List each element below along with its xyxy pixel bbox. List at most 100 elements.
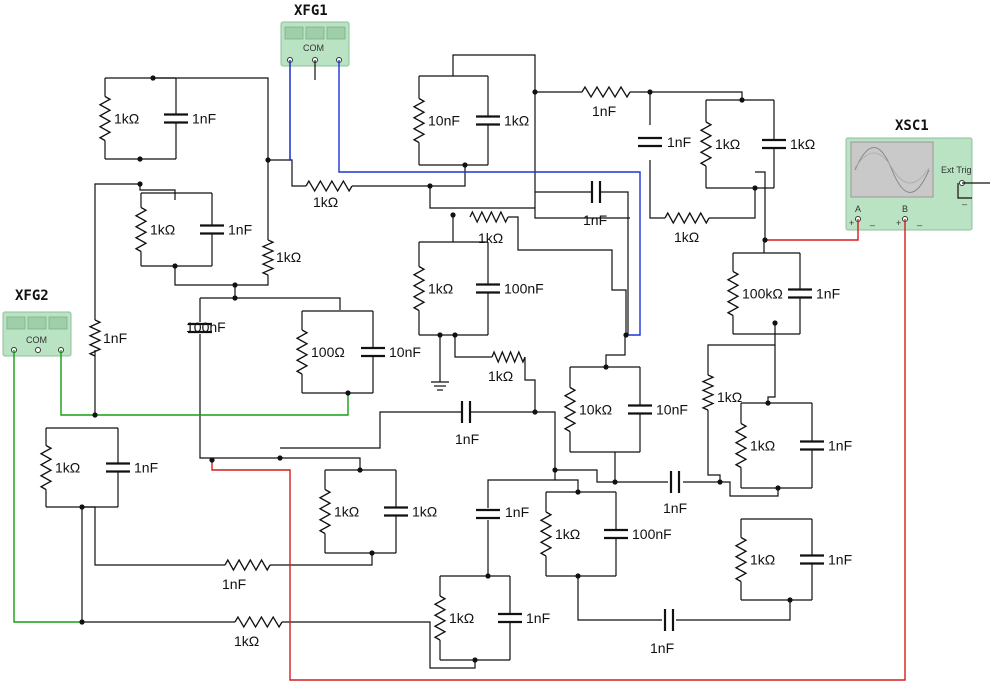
resistor[interactable]: [701, 374, 715, 411]
capacitor-label: 1kΩ: [504, 113, 529, 129]
svg-text:_: _: [961, 195, 968, 205]
resistor[interactable]: [734, 536, 748, 583]
resistor[interactable]: [491, 350, 526, 364]
capacitor[interactable]: [590, 181, 602, 203]
capacitor-label: 1nF: [455, 431, 479, 447]
capacitor-label: 1nF: [650, 640, 674, 656]
capacitor[interactable]: [628, 404, 652, 415]
capacitor[interactable]: [361, 346, 385, 358]
capacitor[interactable]: [476, 508, 500, 520]
resistor-label: 1kΩ: [555, 526, 580, 542]
capacitor[interactable]: [663, 609, 675, 631]
svg-text:_: _: [869, 216, 876, 226]
red-channel-b-wire[interactable]: [211, 219, 906, 681]
capacitor-label: 1nF: [828, 552, 852, 568]
xfg2-title: XFG2: [15, 288, 49, 304]
rc-cell[interactable]: [295, 310, 385, 394]
resistor[interactable]: [412, 97, 426, 144]
channel-a-label: A: [855, 204, 861, 214]
resistor[interactable]: [469, 210, 509, 224]
xfg2-com-label: COM: [26, 335, 47, 345]
capacitor[interactable]: [604, 528, 628, 540]
rc-cell[interactable]: [539, 491, 628, 577]
rc-cell[interactable]: [699, 99, 786, 189]
capacitor[interactable]: [460, 401, 472, 423]
capacitor[interactable]: [800, 554, 824, 565]
xfg2-com-terminal[interactable]: [35, 347, 41, 353]
resistor[interactable]: [224, 558, 271, 572]
capacitor[interactable]: [800, 440, 824, 451]
function-generator-xfg2[interactable]: XFG2 COM: [2, 288, 72, 357]
resistor[interactable]: [39, 444, 53, 491]
resistor[interactable]: [581, 85, 631, 99]
svg-text:+: +: [896, 218, 901, 228]
rc-cell[interactable]: [734, 518, 824, 601]
blue-signal-wire-2[interactable]: [338, 60, 641, 336]
junction-dots: [79, 75, 793, 663]
capacitor-label: 1nF: [505, 504, 529, 520]
red-channel-a-wire[interactable]: [765, 219, 859, 241]
capacitor-label: 1kΩ: [412, 504, 437, 520]
blue-signal-wire[interactable]: [289, 60, 292, 161]
function-generator-xfg1[interactable]: XFG1 COM: [280, 3, 350, 67]
resistor[interactable]: [734, 422, 748, 469]
capacitor-label: 100nF: [632, 526, 672, 542]
resistor[interactable]: [412, 265, 426, 312]
rc-cell[interactable]: [412, 75, 500, 166]
resistor-label: 10nF: [428, 113, 460, 129]
capacitor[interactable]: [788, 288, 812, 299]
rc-cell[interactable]: [412, 241, 500, 336]
capacitor[interactable]: [164, 113, 188, 124]
resistor[interactable]: [433, 595, 447, 641]
capacitor[interactable]: [384, 506, 408, 517]
capacitor-label: 1kΩ: [790, 136, 815, 152]
green-xfg2-wire-2[interactable]: [60, 350, 349, 416]
svg-text:+: +: [849, 218, 854, 228]
resistor[interactable]: [726, 270, 740, 317]
resistor[interactable]: [539, 511, 553, 557]
capacitor-label: 1nF: [828, 438, 852, 454]
resistor[interactable]: [98, 95, 112, 142]
resistor-label: 1kΩ: [114, 111, 139, 127]
resistor-label: 1kΩ: [488, 368, 513, 384]
resistor-label: 10kΩ: [579, 402, 612, 418]
resistor[interactable]: [318, 488, 332, 535]
capacitor[interactable]: [476, 283, 500, 294]
resistor-label: 1nF: [103, 330, 127, 346]
resistor-label: 1kΩ: [428, 281, 453, 297]
resistor-label: 1kΩ: [478, 230, 503, 246]
capacitor[interactable]: [762, 138, 786, 150]
rc-cell[interactable]: [39, 427, 130, 508]
capacitor-label: 1nF: [816, 286, 840, 302]
resistor[interactable]: [295, 329, 309, 375]
green-xfg2-wire[interactable]: [13, 350, 82, 623]
capacitor[interactable]: [498, 612, 522, 624]
resistor[interactable]: [699, 121, 713, 167]
capacitor[interactable]: [476, 115, 500, 126]
resistor[interactable]: [134, 206, 148, 253]
capacitor[interactable]: [638, 136, 662, 148]
capacitor-label: 1nF: [583, 212, 607, 228]
capacitor-label: 10nF: [656, 402, 688, 418]
resistor[interactable]: [563, 386, 577, 433]
resistor[interactable]: [664, 211, 710, 225]
capacitor-label: 10nF: [389, 344, 421, 360]
resistor-label: 1kΩ: [276, 249, 301, 265]
resistor-label: 1kΩ: [750, 552, 775, 568]
resistor-label: 1nF: [222, 576, 246, 592]
oscilloscope-xsc1[interactable]: XSC1 Ext Trig _ A B + _ + _: [845, 118, 973, 231]
xfg1-com-label: COM: [303, 43, 324, 53]
capacitor-label: 100nF: [186, 319, 226, 335]
resistor[interactable]: [261, 239, 275, 276]
capacitor[interactable]: [669, 471, 681, 493]
capacitor[interactable]: [200, 224, 224, 235]
capacitor[interactable]: [188, 322, 212, 334]
resistor-label: 1kΩ: [55, 460, 80, 476]
rc-cell[interactable]: [726, 252, 812, 335]
resistor-label: 1nF: [592, 103, 616, 119]
capacitor[interactable]: [106, 462, 130, 473]
resistor[interactable]: [305, 179, 353, 193]
resistor[interactable]: [234, 615, 283, 629]
channel-b-label: B: [902, 204, 908, 214]
